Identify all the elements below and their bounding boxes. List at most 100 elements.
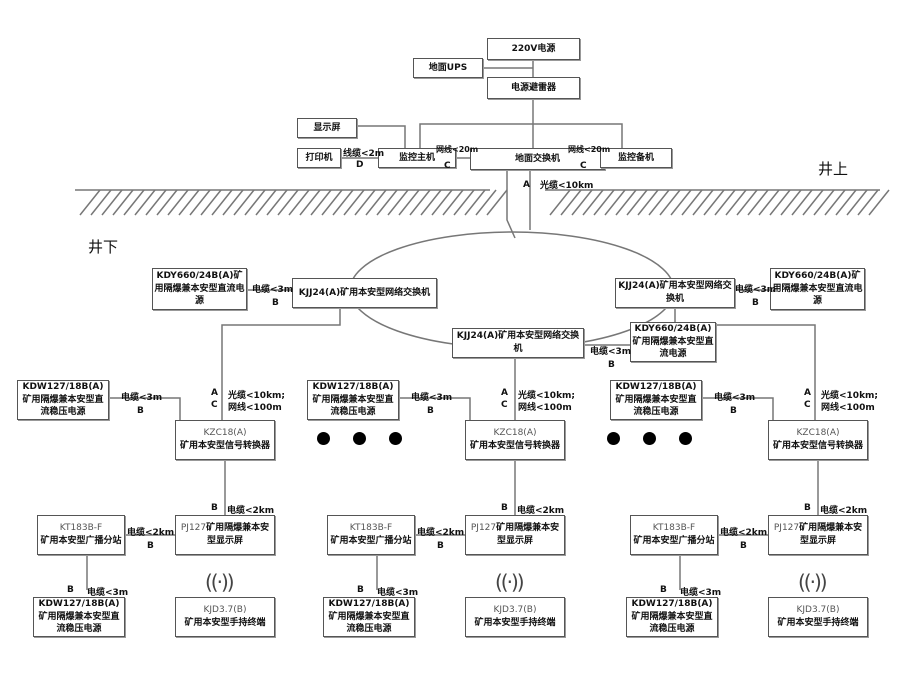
regulated-psu-box: KDW127/18B(A)矿用隔爆兼本安型直流稳压电源 (626, 597, 718, 637)
label: A (501, 388, 508, 398)
connector-line (321, 189, 343, 216)
label: 电缆<2km (720, 528, 768, 538)
label: B (357, 585, 364, 595)
connector-line (868, 189, 890, 216)
label: B (752, 298, 759, 308)
label: 电缆<2km (417, 528, 465, 538)
label: 电缆<3m (735, 285, 777, 295)
label: B (437, 541, 444, 551)
connector-line (357, 125, 406, 148)
connector-line (615, 189, 637, 216)
connector-line (365, 189, 387, 216)
ring-switch-right: KJJ24(A)矿用本安型网络交换机 (615, 278, 735, 308)
label: 电缆<3m (680, 588, 722, 598)
arrester-box: 电源避雷器 (487, 77, 580, 99)
connector-line (343, 189, 365, 216)
connector-line (714, 189, 736, 216)
label: 电缆<3m (411, 393, 453, 403)
label: B (501, 503, 508, 513)
connector-line (244, 189, 266, 216)
wifi-icon: ((·)) (205, 570, 235, 594)
connector-line (747, 189, 769, 216)
ellipsis-dot (317, 432, 330, 445)
label: B (804, 503, 811, 513)
label: B (67, 585, 74, 595)
connector-line (167, 189, 189, 216)
connector-line (156, 189, 178, 216)
connector-line (376, 189, 398, 216)
connector-line (681, 189, 703, 216)
connector-line (824, 189, 846, 216)
connector-line (506, 170, 516, 239)
connector-line (332, 189, 354, 216)
label: B (660, 585, 667, 595)
label: 电缆<3m (87, 588, 129, 598)
connector-line (419, 123, 623, 148)
connector-line (736, 189, 758, 216)
printer-box: 打印机 (297, 148, 341, 168)
connector-line (145, 189, 167, 216)
connector-line (769, 189, 791, 216)
connector-line (288, 189, 310, 216)
connector-line (112, 189, 134, 216)
label: 电缆<3m (590, 347, 632, 357)
host-box: 监控主机 (378, 148, 456, 168)
connector-line (354, 189, 376, 216)
connector-line (813, 189, 835, 216)
ellipsis-dot (607, 432, 620, 445)
connector-line (560, 189, 582, 216)
handheld-terminal-box: KJD3.7(B)矿用本安型手持终端 (768, 597, 868, 637)
regulated-psu-box: KDW127/18B(A)矿用隔爆兼本安型直流稳压电源 (323, 597, 415, 637)
handheld-terminal-box: KJD3.7(B)矿用本安型手持终端 (175, 597, 275, 637)
connector-line (648, 189, 670, 216)
regulated-psu-box: KDW127/18B(A)矿用隔爆兼本安型直流稳压电源 (307, 380, 399, 420)
connector-line (399, 397, 471, 420)
label: C (211, 400, 218, 410)
connector-line (266, 189, 288, 216)
connector-line (233, 189, 255, 216)
connector-line (835, 189, 857, 216)
label: 网线<100m (518, 403, 572, 413)
connector-line (277, 189, 299, 216)
connector-line (464, 189, 486, 216)
signal-converter-box: KZC18(A)矿用本安型信号转换器 (175, 420, 275, 460)
backup-box: 监控备机 (600, 148, 672, 168)
connector-line (475, 189, 497, 216)
label: B (211, 503, 218, 513)
regulated-psu-box: KDW127/18B(A)矿用隔爆兼本安型直流稳压电源 (33, 597, 125, 637)
connector-line (178, 189, 200, 216)
label: C (444, 161, 451, 171)
label: C (501, 400, 508, 410)
handheld-terminal-box: KJD3.7(B)矿用本安型手持终端 (465, 597, 565, 637)
label: B (272, 298, 279, 308)
label: 网线<20m (436, 145, 479, 154)
connector-line (780, 189, 802, 216)
label: B (740, 541, 747, 551)
ellipsis-dot (643, 432, 656, 445)
label: B (147, 541, 154, 551)
connector-line (398, 189, 420, 216)
connector-line (211, 189, 233, 216)
label: 电缆<3m (377, 588, 419, 598)
connector-line (221, 308, 341, 420)
display-screen-box: PJ127矿用隔爆兼本安型显示屏 (465, 515, 565, 555)
connector-line (702, 397, 774, 420)
connector-line (626, 189, 648, 216)
connector-line (90, 189, 112, 216)
connector-line (299, 189, 321, 216)
ring-switch-left: KJJ24(A)矿用本安型网络交换机 (292, 278, 437, 308)
display-screen-box: PJ127矿用隔爆兼本安型显示屏 (175, 515, 275, 555)
above-ground-label: 井上 (818, 160, 849, 178)
connector-line (200, 189, 222, 216)
label: C (580, 161, 587, 171)
label: 网线<100m (821, 403, 875, 413)
connector-line (674, 308, 816, 420)
ellipsis-dot (353, 432, 366, 445)
label: A (211, 388, 218, 398)
connector-line (549, 189, 571, 216)
wifi-icon: ((·)) (798, 570, 828, 594)
